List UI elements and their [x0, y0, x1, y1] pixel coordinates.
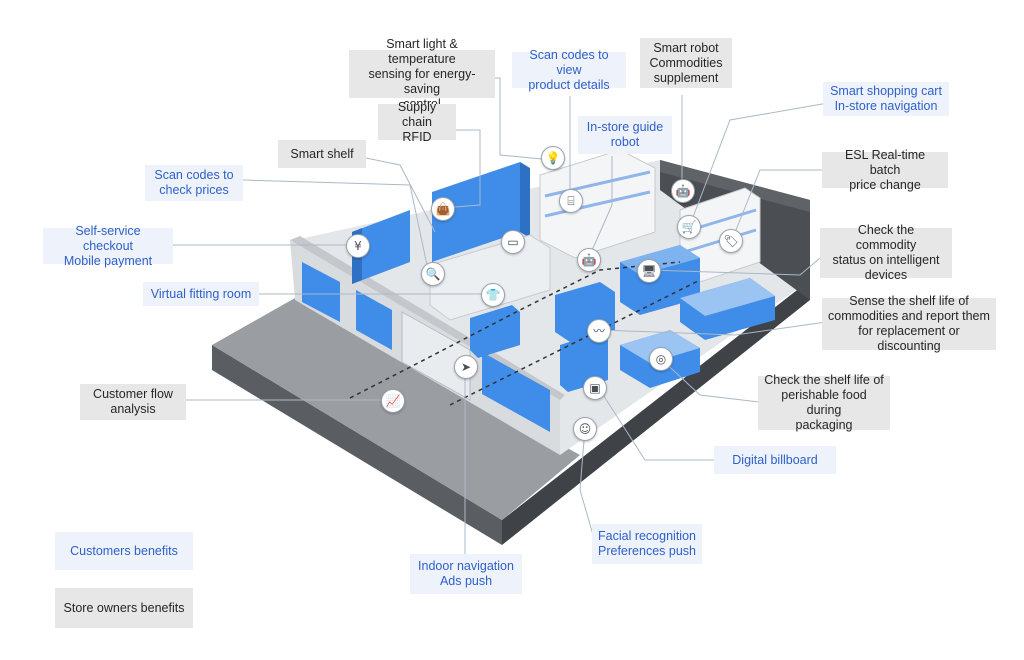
- label-guide-robot: In-store guide robot: [578, 116, 672, 154]
- back-wall-top: [660, 160, 810, 212]
- rfid-icon: ▭: [501, 230, 525, 254]
- navigation-icon: ➤: [454, 355, 478, 379]
- label-scan-details: Scan codes to view product details: [512, 48, 626, 92]
- customer-flow-path: [349, 261, 681, 399]
- window-panel-3: [482, 352, 550, 432]
- label-smart-robot: Smart robot Commodities supplement: [640, 38, 732, 88]
- guide-robot-icon: 🤖: [577, 248, 601, 272]
- monitor-icon: 🖥: [637, 259, 661, 283]
- label-self-checkout: Self-service checkout Mobile payment: [43, 224, 173, 268]
- label-smart-light: Smart light & temperature sensing for en…: [349, 37, 495, 111]
- label-facial-recognition: Facial recognition Preferences push: [592, 524, 702, 564]
- label-fitting-room: Virtual fitting room: [143, 282, 259, 306]
- shopping-bag-icon: 👜: [431, 197, 455, 221]
- billboard-icon: ▣: [583, 376, 607, 400]
- label-shelf-life: Sense the shelf life of commodities and …: [822, 294, 996, 353]
- blue-bins-right: [680, 278, 775, 340]
- door: [401, 311, 471, 401]
- label-scan-prices: Scan codes to check prices: [145, 165, 243, 201]
- blue-shelf-back: [432, 162, 530, 262]
- legend-customers-benefits: Customers benefits: [55, 532, 193, 570]
- window-panel-2: [356, 290, 392, 350]
- connector-lines: [173, 77, 829, 558]
- label-indoor-navigation: Indoor navigation Ads push: [410, 554, 522, 594]
- legend-store-owners-benefits: Store owners benefits: [55, 588, 193, 628]
- label-smart-shelf: Smart shelf: [278, 140, 366, 168]
- checkout-counter: [429, 234, 551, 321]
- label-check-status: Check the commodity status on intelligen…: [820, 223, 952, 282]
- robot-icon: 🤖: [671, 179, 695, 203]
- yen-icon: ¥: [346, 234, 370, 258]
- shirt-icon: 👕: [481, 283, 505, 307]
- scan-code-icon: ⌸: [559, 189, 583, 213]
- search-price-icon: 🔍: [421, 262, 445, 286]
- label-esl: ESL Real-time batch price change: [822, 148, 948, 192]
- label-digital-billboard: Digital billboard: [714, 446, 836, 474]
- window-panel-1: [302, 262, 340, 322]
- floor-slab-front: [212, 345, 502, 545]
- customer-flow-path-2: [449, 279, 701, 406]
- label-perishable: Check the shelf life of perishable food …: [758, 373, 890, 432]
- target-icon: ◎: [649, 347, 673, 371]
- face-icon: ☺: [573, 417, 597, 441]
- lightbulb-icon: 💡: [541, 146, 565, 170]
- shopping-cart-icon: 🛒: [677, 215, 701, 239]
- label-customer-flow: Customer flow analysis: [80, 384, 186, 420]
- label-supply-chain: Supply chain RFID: [378, 100, 456, 144]
- floor-slab-right: [502, 280, 810, 545]
- analytics-icon: 📈: [381, 389, 405, 413]
- pulse-icon: 〰: [587, 319, 611, 343]
- price-tag-icon: 🏷: [719, 229, 743, 253]
- label-smart-cart: Smart shopping cart In-store navigation: [823, 82, 949, 116]
